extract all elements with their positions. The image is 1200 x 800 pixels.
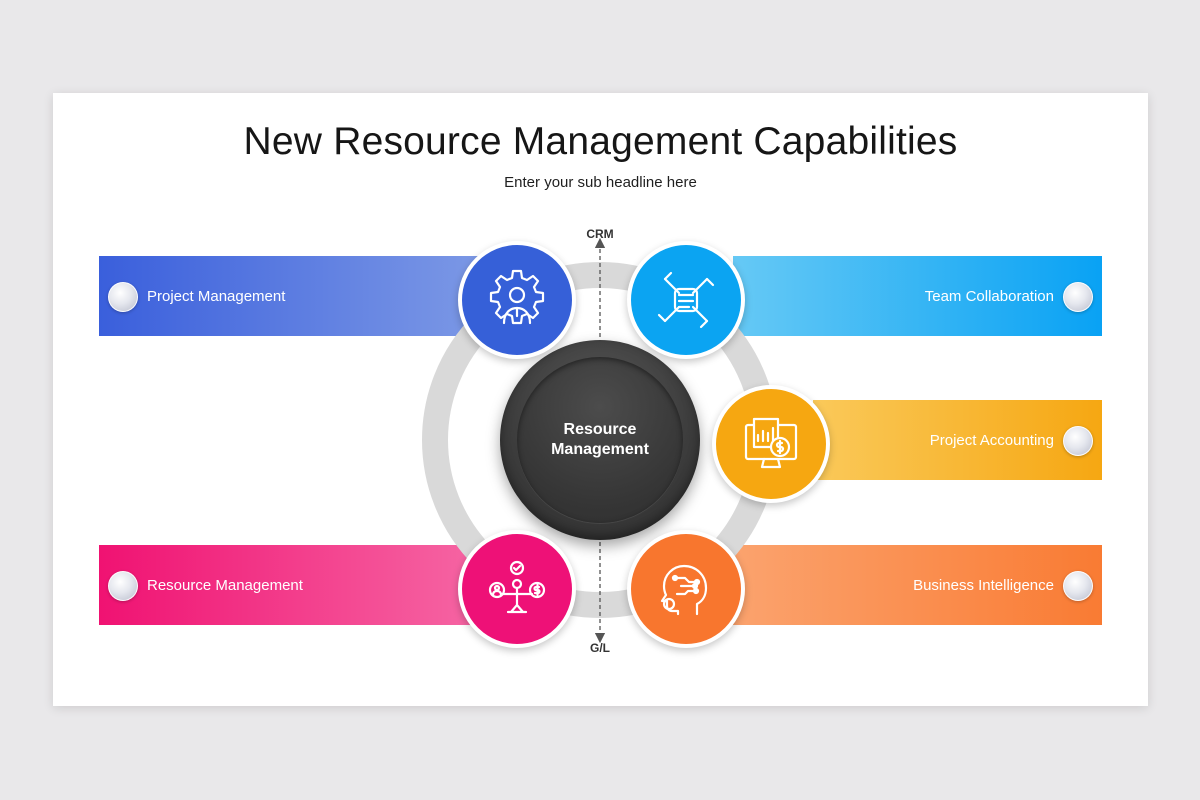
label-project-management: Project Management	[147, 287, 286, 305]
bullet-dot	[108, 571, 138, 601]
circle-business-intelligence	[627, 530, 745, 648]
circle-resource-management	[458, 530, 576, 648]
bar-business-intelligence: Business Intelligence	[733, 545, 1102, 625]
monitor-dollar-icon	[744, 417, 798, 469]
circle-project-management	[458, 241, 576, 359]
axis-label-crm: CRM	[586, 227, 614, 241]
bullet-dot	[1063, 282, 1093, 312]
axis-label-gl: G/L	[590, 641, 610, 655]
bar-project-management: Project Management	[99, 256, 499, 336]
label-business-intelligence: Business Intelligence	[913, 576, 1054, 594]
circle-team-collaboration	[627, 241, 745, 359]
bullet-dot	[108, 282, 138, 312]
slide-title: New Resource Management Capabilities	[243, 120, 958, 163]
bar-project-accounting: Project Accounting	[813, 400, 1102, 480]
bar-team-collaboration: Team Collaboration	[733, 256, 1102, 336]
slide: New Resource Management Capabilities Ent…	[53, 93, 1148, 706]
label-team-collaboration: Team Collaboration	[924, 287, 1054, 305]
circle-project-accounting	[712, 385, 830, 503]
head-circuit-icon	[660, 564, 708, 616]
bullet-dot	[1063, 571, 1093, 601]
label-project-accounting: Project Accounting	[929, 431, 1054, 449]
label-resource-management: Resource Management	[147, 576, 303, 594]
center-hub-inner: Resource Management	[517, 357, 683, 523]
center-hub: Resource Management	[500, 340, 700, 540]
balance-person-icon	[488, 560, 546, 614]
slide-subtitle: Enter your sub headline here	[504, 174, 697, 191]
gear-person-icon	[489, 269, 545, 325]
hands-collaboration-icon	[657, 271, 715, 329]
bar-resource-management: Resource Management	[99, 545, 499, 625]
center-hub-label: Resource Management	[551, 421, 649, 458]
bullet-dot	[1063, 426, 1093, 456]
